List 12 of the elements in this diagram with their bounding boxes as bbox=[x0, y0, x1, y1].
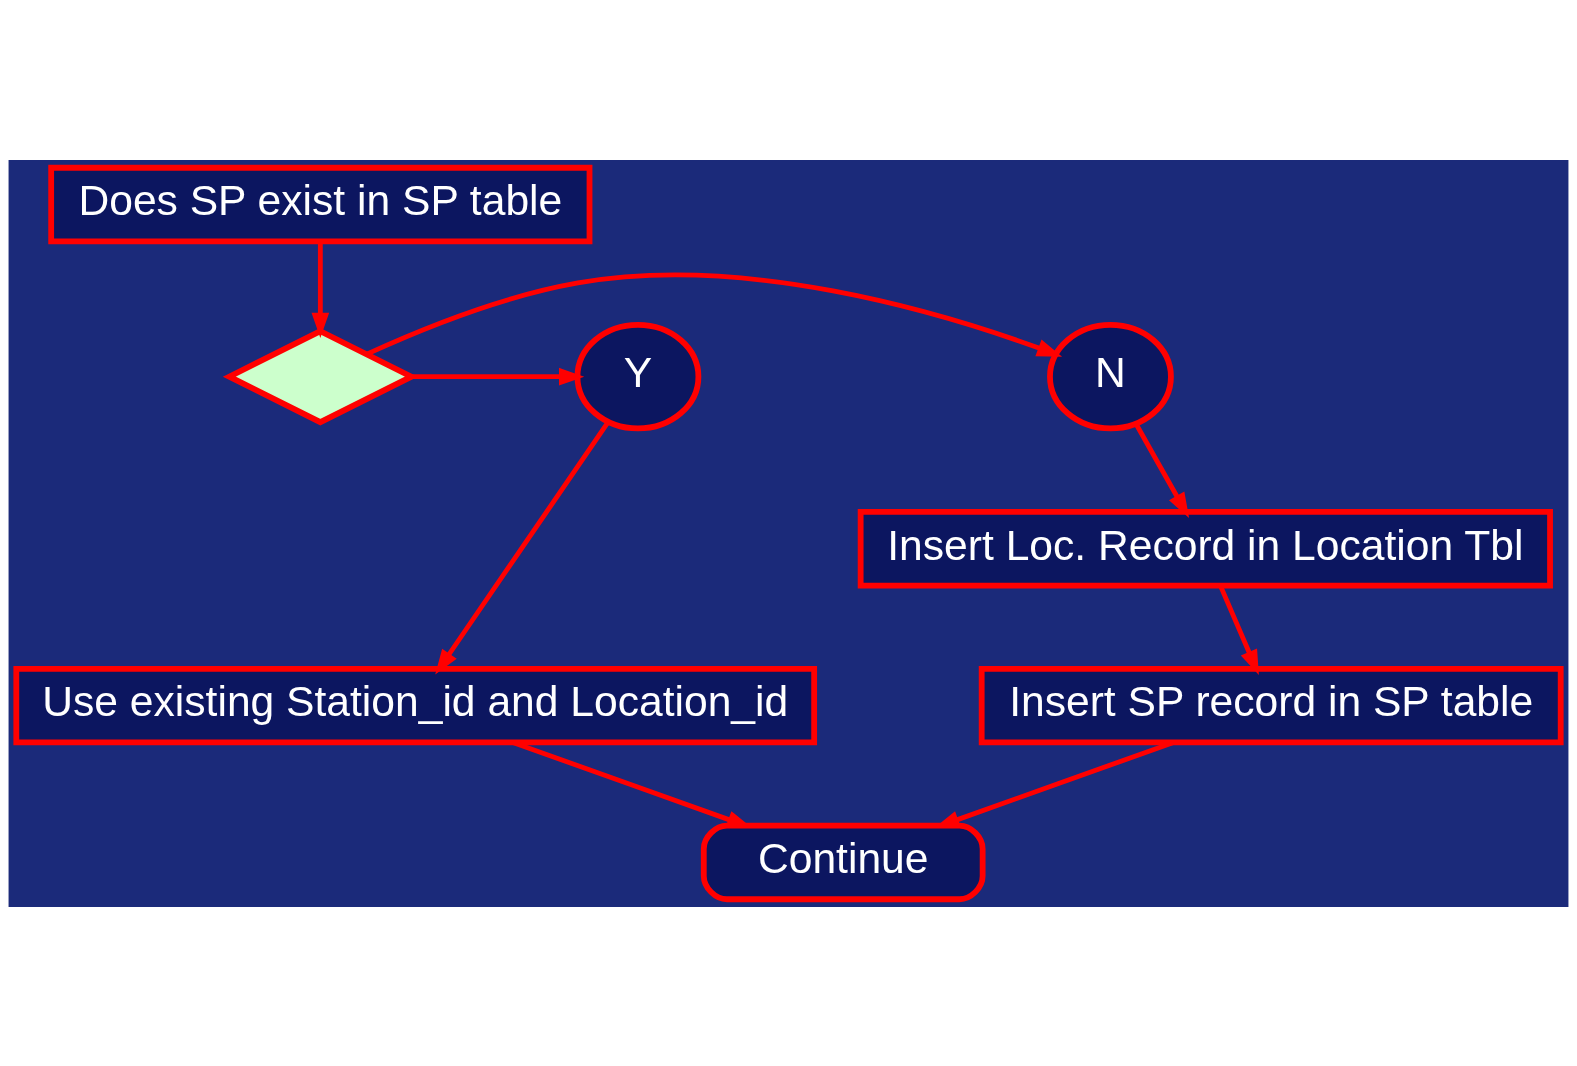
node-ellipse: Y bbox=[574, 321, 702, 431]
node-ellipse: N bbox=[1047, 321, 1174, 431]
node-box: Does SP exist in SP table bbox=[48, 164, 593, 244]
arrow bbox=[1134, 422, 1190, 518]
node-box: Insert Loc. Record in Location Tbl bbox=[857, 508, 1553, 588]
arrow bbox=[311, 241, 330, 338]
node-box: Insert SP record in SP table bbox=[978, 665, 1564, 745]
arrow bbox=[411, 367, 585, 385]
node-box: Continue bbox=[700, 822, 986, 902]
arrow bbox=[435, 420, 610, 675]
arrow bbox=[366, 272, 1063, 357]
node-box: Use existing Station_id and Location_id bbox=[13, 665, 818, 745]
